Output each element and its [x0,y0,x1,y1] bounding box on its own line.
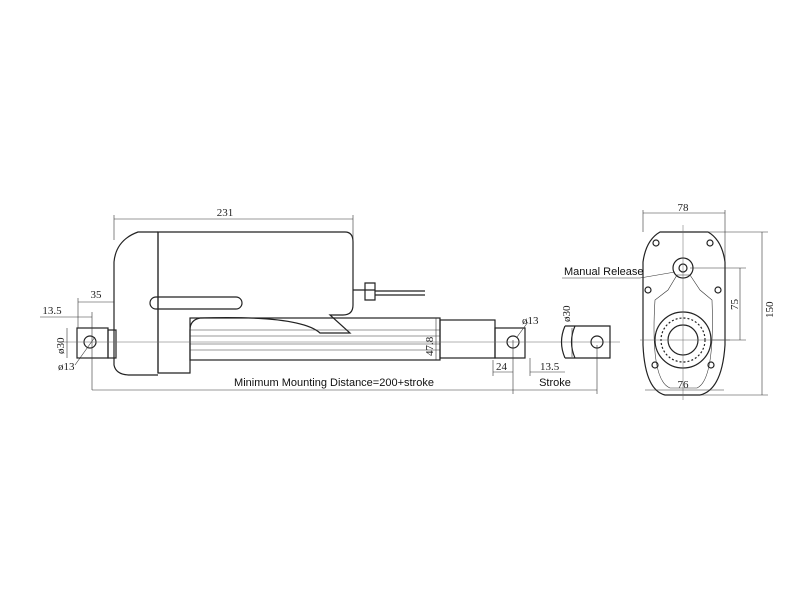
extended-rod-end [560,325,611,359]
dim-24: 24 [496,361,508,373]
mounting-distance-label: Minimum Mounting Distance=200+stroke [234,377,434,389]
dim-13-5-rear: 13.5 [42,305,62,317]
dim-rear-13: ø13 [58,361,75,373]
dim-13-5-front: 13.5 [540,361,560,373]
dimension-lines [40,210,768,396]
dim-78: 78 [678,202,690,214]
dim-rear-30: ø30 [55,337,67,354]
end-outline [642,231,726,396]
manual-release-label: Manual Release [564,266,644,278]
dim-front-13: ø13 [522,315,539,327]
dim-35: 35 [91,289,103,301]
stroke-label: Stroke [539,377,571,389]
gearbox-housing [113,231,158,376]
cable-gland [353,282,425,301]
side-view [60,231,620,376]
dim-76: 76 [678,379,690,391]
dim-231: 231 [217,207,234,219]
dim-front-30: ø30 [561,305,573,322]
dim-75: 75 [729,299,741,311]
end-view [640,225,730,400]
front-rod-end [494,327,526,359]
housing-slot [149,296,243,310]
inner-tube [439,319,496,359]
dim-47-8: 47.8 [424,336,436,356]
motor-housing [157,231,354,374]
rear-clevis [76,327,109,359]
outer-tube [189,317,441,361]
dim-150: 150 [764,301,776,318]
